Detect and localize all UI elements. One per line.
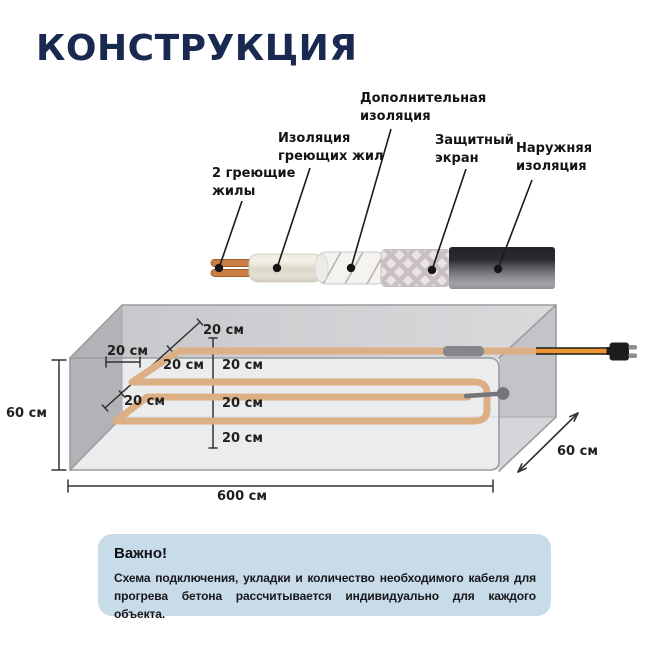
cable-end-lead — [463, 391, 499, 399]
dim-line-depth — [517, 412, 579, 473]
slab-left-face — [70, 305, 122, 470]
label-line: греющих жил — [278, 149, 384, 164]
leader-dot — [272, 263, 282, 273]
core-insulation-layer — [248, 253, 323, 283]
label-line: экран — [435, 151, 479, 166]
leader-dot — [493, 264, 503, 274]
dim-diagonal-low: 20 см — [124, 394, 165, 409]
notice-box: Важно! Схема подключения, укладки и коли… — [98, 534, 551, 621]
dim-diagonal-mid: 20 см — [163, 358, 204, 373]
dim-line-height — [51, 359, 67, 471]
heating-cable-layout — [112, 342, 637, 425]
dim-vertical-2: 20 см — [222, 396, 263, 411]
extra-insulation-cap — [314, 253, 329, 283]
dim-line-length — [67, 479, 494, 493]
slab-top-face — [70, 305, 556, 358]
leader-dot — [346, 263, 356, 273]
dim-vertical-3: 20 см — [222, 431, 263, 446]
label-core-insulation: Изоляция греющих жил — [278, 130, 384, 166]
label-heating-wires: 2 греющие жилы — [212, 165, 295, 201]
leader-dot — [214, 263, 224, 273]
leader-dot — [427, 265, 437, 275]
label-line: Изоляция — [278, 131, 351, 146]
concrete-slab — [69, 304, 557, 472]
label-line: изоляция — [516, 159, 587, 174]
label-line: изоляция — [360, 109, 431, 124]
cable-end-cap — [496, 387, 510, 400]
cable-cross-section — [210, 128, 555, 289]
dim-line-vertical — [208, 337, 218, 449]
label-line: Защитный — [435, 133, 514, 148]
cable-coupling-sleeve — [443, 346, 484, 357]
notice-heading: Важно! — [114, 545, 168, 562]
dim-slab-depth: 60 см — [557, 444, 598, 459]
shield-braid-layer — [380, 249, 451, 287]
dim-vertical-1: 20 см — [222, 358, 263, 373]
label-line: Дополнительная — [360, 91, 487, 106]
slab-front-face — [70, 358, 499, 470]
label-shield: Защитный экран — [435, 132, 514, 168]
label-line: 2 греющие — [212, 166, 296, 181]
dim-slab-length: 600 см — [217, 489, 267, 504]
power-plug-icon — [606, 342, 637, 361]
page-title: КОНСТРУКЦИЯ — [36, 28, 358, 69]
heating-cable-path — [112, 347, 541, 425]
label-line: жилы — [212, 184, 256, 199]
label-line: Наружняя — [516, 141, 593, 156]
dim-slab-height: 60 см — [6, 406, 47, 421]
leader-lines — [218, 128, 533, 271]
dim-diagonal-top: 20 см — [203, 323, 244, 338]
label-outer-insulation: Наружняя изоляция — [516, 140, 592, 176]
leader-dots — [214, 263, 503, 275]
extra-insulation-hatch — [316, 252, 386, 284]
notice-body: Схема подключения, укладки и количество … — [114, 571, 536, 621]
label-extra-insulation: Дополнительная изоляция — [360, 90, 486, 126]
dim-wall-offset: 20 см — [107, 344, 148, 359]
dim-line-wall-offset — [105, 356, 141, 368]
